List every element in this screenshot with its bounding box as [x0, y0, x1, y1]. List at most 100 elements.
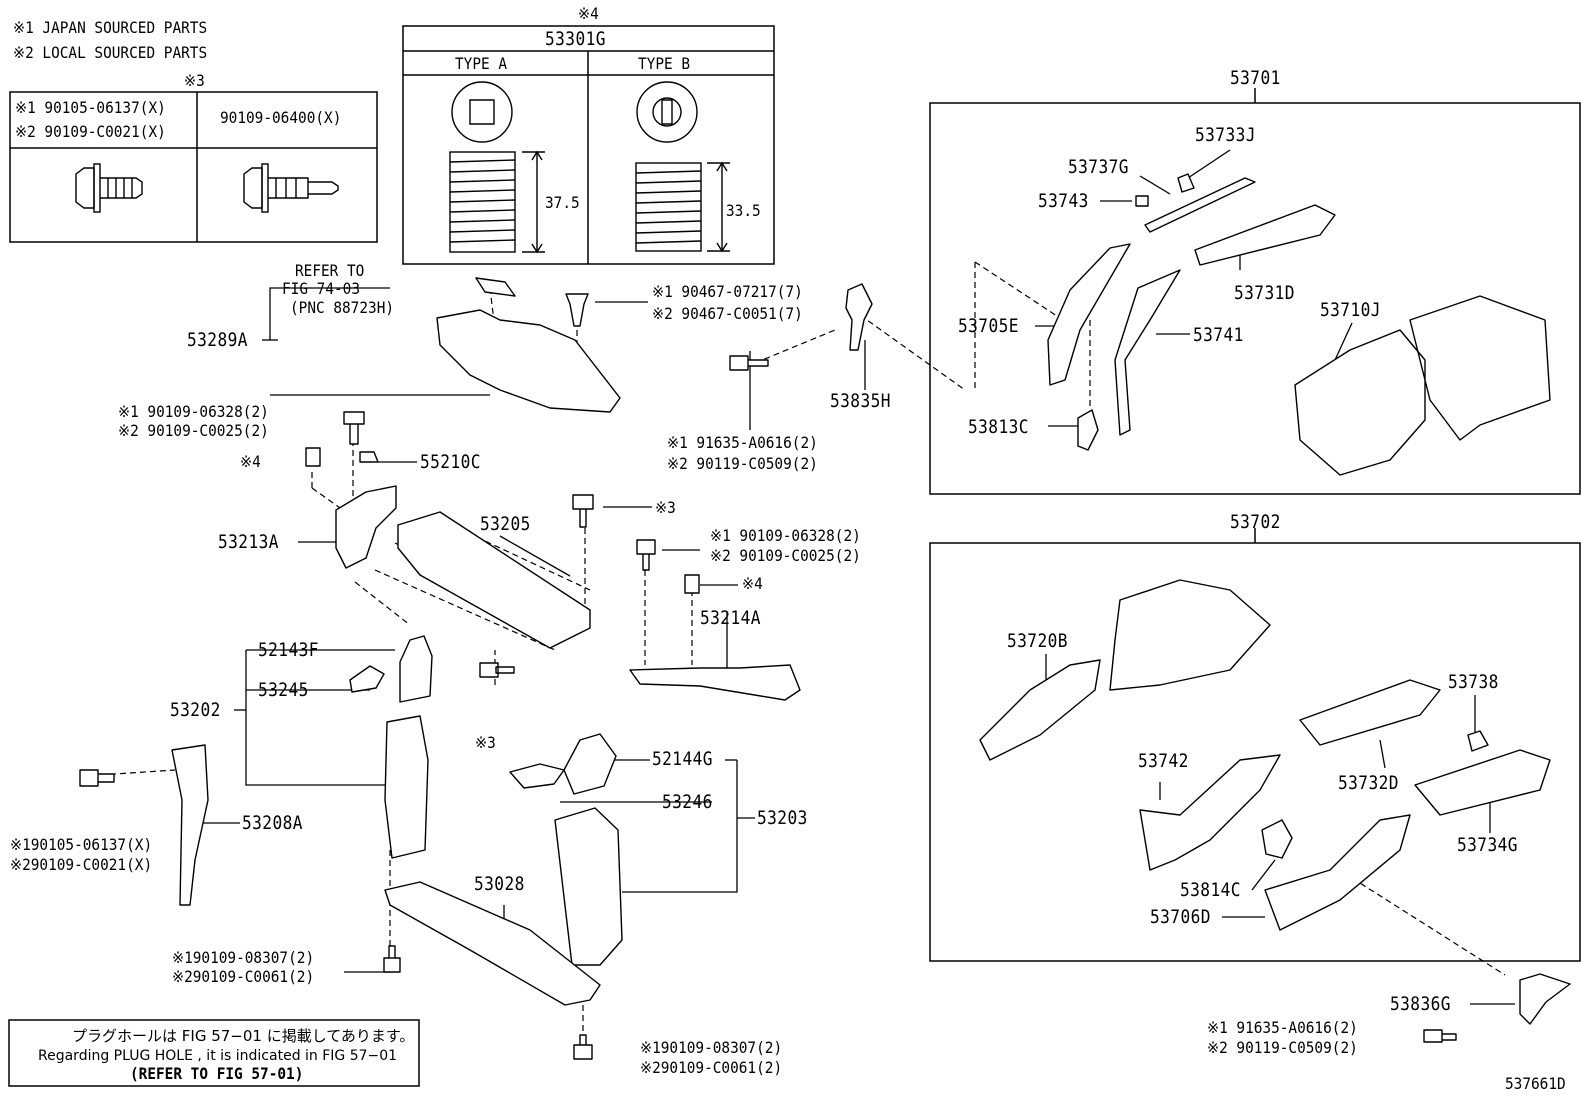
- label-53814C[interactable]: 53814C: [1180, 879, 1241, 901]
- label-53702[interactable]: 53702: [1230, 511, 1281, 533]
- nut-icon: [684, 574, 700, 594]
- bracket-53813C-shape: [1077, 409, 1099, 451]
- bolt-icon: [729, 355, 769, 371]
- label-53203[interactable]: 53203: [757, 807, 808, 829]
- label-53720B[interactable]: 53720B: [1007, 630, 1068, 652]
- bolt7-local-part[interactable]: ※2 90119-C0509(2): [1207, 1038, 1358, 1057]
- bracket-52143F-shape: [399, 635, 433, 703]
- clip-local-part[interactable]: ※2 90467-C0051(7): [652, 304, 803, 323]
- nut-type-b-height: 33.5: [726, 201, 761, 220]
- wheelhouse-53702-shape: [1109, 579, 1271, 691]
- bolt1-japan-part[interactable]: ※1 90109-06328(2): [118, 402, 269, 421]
- bracket-53814C-shape: [1261, 819, 1293, 859]
- label-53741[interactable]: 53741: [1193, 324, 1244, 346]
- apron-53720B-shape: [979, 659, 1101, 761]
- support-53205-shape: [397, 511, 591, 649]
- label-53245[interactable]: 53245: [258, 679, 309, 701]
- diagram-id: 537661D: [1505, 1074, 1566, 1093]
- stud-bolt-icon: [243, 163, 339, 213]
- bracket-53246-shape: [509, 763, 565, 789]
- plug-note-reference[interactable]: (REFER TO FIG 57-01): [130, 1064, 304, 1083]
- label-53732D[interactable]: 53732D: [1338, 772, 1399, 794]
- label-53205[interactable]: 53205: [480, 513, 531, 535]
- label-52143F[interactable]: 52143F: [258, 639, 319, 661]
- bolt5-local-part[interactable]: ※290109-C0061(2): [172, 967, 315, 986]
- bracket-53213A-shape: [335, 485, 397, 569]
- bolt6-japan-part[interactable]: ※190109-08307(2): [640, 1038, 783, 1057]
- brace-53214A-shape: [629, 664, 801, 701]
- nut-table-mark: ※4: [578, 4, 599, 23]
- bolt-table-mark: ※3: [184, 71, 205, 90]
- label-53836G[interactable]: 53836G: [1390, 993, 1451, 1015]
- bolt7-japan-part[interactable]: ※1 91635-A0616(2): [1207, 1018, 1358, 1037]
- assembly-53702-box: [929, 542, 1581, 962]
- label-53733J[interactable]: 53733J: [1195, 124, 1256, 146]
- label-53706D[interactable]: 53706D: [1150, 906, 1211, 928]
- bolt-icon: [79, 769, 115, 787]
- bolt2-japan-part[interactable]: ※1 91635-A0616(2): [667, 433, 818, 452]
- bolt-mark-3a: ※3: [655, 498, 676, 517]
- wheelhouse-53710J-shape: [1294, 295, 1551, 476]
- label-55210C[interactable]: 55210C: [420, 451, 481, 473]
- label-53214A[interactable]: 53214A: [700, 607, 761, 629]
- bolt-icon: [343, 411, 365, 445]
- side-support-53203-shape: [554, 807, 623, 966]
- label-53289A[interactable]: 53289A: [187, 329, 248, 351]
- refer-line-1: REFER TO: [295, 261, 365, 280]
- label-52144G[interactable]: 52144G: [652, 748, 713, 770]
- label-53742[interactable]: 53742: [1138, 750, 1189, 772]
- legend-japan-sourced: ※1 JAPAN SOURCED PARTS: [13, 18, 208, 37]
- label-53202[interactable]: 53202: [170, 699, 221, 721]
- bolt6-local-part[interactable]: ※290109-C0061(2): [640, 1058, 783, 1077]
- panel-53734G-shape: [1414, 749, 1551, 816]
- bolt4-local-part[interactable]: ※290109-C0021(X): [10, 855, 153, 874]
- bolt-table-stud-part: 90109-06400(X): [220, 108, 342, 127]
- bracket-53836G-shape: [1519, 973, 1571, 1025]
- nut-icon: [305, 447, 321, 467]
- nut-mark-4b: ※4: [742, 574, 763, 593]
- label-53738[interactable]: 53738: [1448, 671, 1499, 693]
- panel-53733J-shape: [1144, 177, 1256, 233]
- label-53737G[interactable]: 53737G: [1068, 156, 1129, 178]
- bracket-53737G-shape: [1177, 173, 1195, 193]
- label-53701[interactable]: 53701: [1230, 67, 1281, 89]
- gusset-53742-shape: [1139, 754, 1281, 871]
- refer-line-2: FIG 74-03: [282, 279, 361, 298]
- nut-table-type-b: TYPE B: [638, 54, 691, 73]
- label-53835H[interactable]: 53835H: [830, 390, 891, 412]
- type-b-nut-icon: [635, 81, 730, 253]
- bolt-table-japan-part: ※1 90105-06137(X): [15, 98, 166, 117]
- bolt3-local-part[interactable]: ※2 90109-C0025(2): [710, 546, 861, 565]
- bracket-53245-shape: [349, 665, 385, 693]
- type-a-nut-icon: [449, 81, 545, 254]
- bolt4-japan-part[interactable]: ※190105-06137(X): [10, 835, 153, 854]
- nut-table-part-number: 53301G: [545, 28, 606, 50]
- seal-tag-shape: [475, 277, 516, 297]
- label-53743[interactable]: 53743: [1038, 190, 1089, 212]
- clip-japan-part[interactable]: ※1 90467-07217(7): [652, 282, 803, 301]
- bolt2-local-part[interactable]: ※2 90119-C0509(2): [667, 454, 818, 473]
- plug-note-frame: [8, 1019, 420, 1087]
- refer-line-3: (PNC 88723H): [290, 298, 395, 317]
- nut-mark-4a: ※4: [240, 452, 261, 471]
- cover-53289A-shape: [436, 309, 621, 413]
- bolt-icon: [573, 1034, 593, 1060]
- plug-note-japanese: プラグホールは FIG 57−01 に掲載してあります。: [72, 1027, 415, 1045]
- label-53246[interactable]: 53246: [662, 791, 713, 813]
- bracket-52144G-shape: [563, 733, 617, 795]
- label-53731D[interactable]: 53731D: [1234, 282, 1295, 304]
- panel-53731D-shape: [1194, 204, 1336, 266]
- apron-53706D-shape: [1264, 814, 1411, 931]
- nut-table-type-a: TYPE A: [455, 54, 508, 73]
- bolt3-japan-part[interactable]: ※1 90109-06328(2): [710, 526, 861, 545]
- label-53705E[interactable]: 53705E: [958, 315, 1019, 337]
- label-53734G[interactable]: 53734G: [1457, 834, 1518, 856]
- label-53208A[interactable]: 53208A: [242, 812, 303, 834]
- label-53710J[interactable]: 53710J: [1320, 299, 1381, 321]
- bolt1-local-part[interactable]: ※2 90109-C0025(2): [118, 421, 269, 440]
- label-53028[interactable]: 53028: [474, 873, 525, 895]
- bolt5-japan-part[interactable]: ※190109-08307(2): [172, 948, 315, 967]
- label-53213A[interactable]: 53213A: [218, 531, 279, 553]
- label-53813C[interactable]: 53813C: [968, 416, 1029, 438]
- clip-icon: [565, 293, 589, 327]
